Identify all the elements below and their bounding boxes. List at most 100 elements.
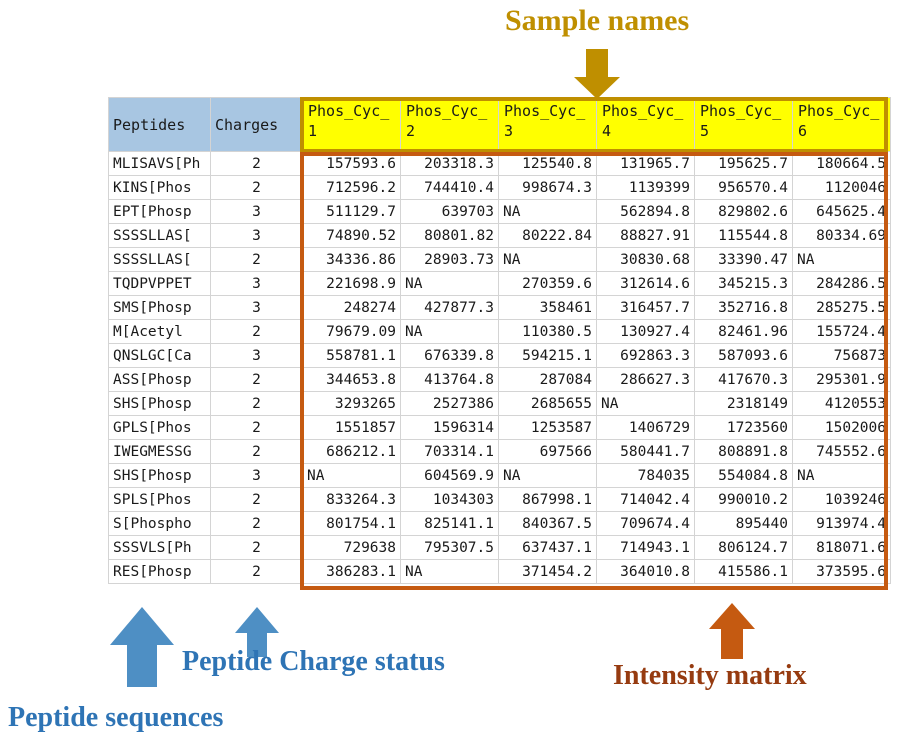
cell-charge[interactable]: 2 (210, 415, 303, 440)
cell-intensity[interactable]: 316457.7 (596, 295, 695, 320)
cell-intensity[interactable]: 637437.1 (498, 535, 597, 560)
cell-intensity[interactable]: 1406729 (596, 415, 695, 440)
cell-intensity[interactable]: 364010.8 (596, 559, 695, 584)
cell-intensity[interactable]: 125540.8 (498, 151, 597, 176)
cell-peptide[interactable]: QNSLGC[Ca (108, 343, 211, 368)
cell-intensity[interactable]: 825141.1 (400, 511, 499, 536)
cell-peptide[interactable]: SSSSLLAS[ (108, 247, 211, 272)
cell-intensity[interactable]: 913974.4 (792, 511, 891, 536)
cell-intensity[interactable]: 1502006 (792, 415, 891, 440)
cell-intensity[interactable]: 729638 (302, 535, 401, 560)
cell-intensity[interactable]: 587093.6 (694, 343, 793, 368)
cell-charge[interactable]: 3 (210, 223, 303, 248)
cell-peptide[interactable]: SPLS[Phos (108, 487, 211, 512)
cell-charge[interactable]: 2 (210, 151, 303, 176)
cell-intensity[interactable]: 1253587 (498, 415, 597, 440)
cell-intensity[interactable]: NA (498, 199, 597, 224)
cell-intensity[interactable]: 1723560 (694, 415, 793, 440)
cell-intensity[interactable]: 956570.4 (694, 175, 793, 200)
cell-intensity[interactable]: 345215.3 (694, 271, 793, 296)
cell-charge[interactable]: 2 (210, 487, 303, 512)
cell-intensity[interactable]: 270359.6 (498, 271, 597, 296)
cell-intensity[interactable]: 248274 (302, 295, 401, 320)
cell-intensity[interactable]: 511129.7 (302, 199, 401, 224)
cell-intensity[interactable]: 286627.3 (596, 367, 695, 392)
cell-intensity[interactable]: 709674.4 (596, 511, 695, 536)
cell-intensity[interactable]: 427877.3 (400, 295, 499, 320)
cell-intensity[interactable]: 417670.3 (694, 367, 793, 392)
cell-intensity[interactable]: 554084.8 (694, 463, 793, 488)
cell-intensity[interactable]: 833264.3 (302, 487, 401, 512)
cell-intensity[interactable]: 712596.2 (302, 175, 401, 200)
cell-intensity[interactable]: 808891.8 (694, 439, 793, 464)
cell-intensity[interactable]: 818071.6 (792, 535, 891, 560)
cell-intensity[interactable]: 180664.5 (792, 151, 891, 176)
column-header-sample-6[interactable]: Phos_Cyc_6 (792, 97, 891, 152)
cell-intensity[interactable]: 131965.7 (596, 151, 695, 176)
cell-intensity[interactable]: 285275.5 (792, 295, 891, 320)
cell-intensity[interactable]: 1551857 (302, 415, 401, 440)
cell-intensity[interactable]: 2318149 (694, 391, 793, 416)
cell-intensity[interactable]: 639703 (400, 199, 499, 224)
cell-intensity[interactable]: 1139399 (596, 175, 695, 200)
cell-intensity[interactable]: 801754.1 (302, 511, 401, 536)
cell-intensity[interactable]: 580441.7 (596, 439, 695, 464)
cell-intensity[interactable]: 594215.1 (498, 343, 597, 368)
cell-peptide[interactable]: ASS[Phosp (108, 367, 211, 392)
cell-peptide[interactable]: MLISAVS[Ph (108, 151, 211, 176)
cell-intensity[interactable]: 2685655 (498, 391, 597, 416)
cell-intensity[interactable]: 80801.82 (400, 223, 499, 248)
cell-intensity[interactable]: 155724.4 (792, 319, 891, 344)
cell-intensity[interactable]: 2527386 (400, 391, 499, 416)
cell-intensity[interactable]: 714943.1 (596, 535, 695, 560)
cell-intensity[interactable]: 4120553 (792, 391, 891, 416)
cell-charge[interactable]: 2 (210, 559, 303, 584)
cell-peptide[interactable]: SSSSLLAS[ (108, 223, 211, 248)
cell-intensity[interactable]: 1039246 (792, 487, 891, 512)
cell-intensity[interactable]: 3293265 (302, 391, 401, 416)
cell-intensity[interactable]: NA (498, 463, 597, 488)
cell-intensity[interactable]: NA (400, 271, 499, 296)
column-header-sample-2[interactable]: Phos_Cyc_2 (400, 97, 499, 152)
cell-peptide[interactable]: S[Phospho (108, 511, 211, 536)
cell-intensity[interactable]: 34336.86 (302, 247, 401, 272)
cell-intensity[interactable]: 88827.91 (596, 223, 695, 248)
cell-intensity[interactable]: 284286.5 (792, 271, 891, 296)
cell-intensity[interactable]: 840367.5 (498, 511, 597, 536)
cell-intensity[interactable]: 115544.8 (694, 223, 793, 248)
cell-intensity[interactable]: 157593.6 (302, 151, 401, 176)
cell-intensity[interactable]: 1034303 (400, 487, 499, 512)
cell-intensity[interactable]: 990010.2 (694, 487, 793, 512)
cell-charge[interactable]: 3 (210, 271, 303, 296)
cell-peptide[interactable]: KINS[Phos (108, 175, 211, 200)
cell-intensity[interactable]: 795307.5 (400, 535, 499, 560)
cell-charge[interactable]: 2 (210, 535, 303, 560)
cell-charge[interactable]: 2 (210, 247, 303, 272)
cell-intensity[interactable]: 33390.47 (694, 247, 793, 272)
cell-intensity[interactable]: 784035 (596, 463, 695, 488)
cell-peptide[interactable]: M[Acetyl (108, 319, 211, 344)
cell-intensity[interactable]: 195625.7 (694, 151, 793, 176)
cell-intensity[interactable]: NA (498, 247, 597, 272)
cell-intensity[interactable]: 82461.96 (694, 319, 793, 344)
column-header-sample-4[interactable]: Phos_Cyc_4 (596, 97, 695, 152)
cell-intensity[interactable]: NA (596, 391, 695, 416)
cell-intensity[interactable]: 371454.2 (498, 559, 597, 584)
cell-charge[interactable]: 3 (210, 343, 303, 368)
cell-intensity[interactable]: 74890.52 (302, 223, 401, 248)
cell-intensity[interactable]: 697566 (498, 439, 597, 464)
cell-intensity[interactable]: 806124.7 (694, 535, 793, 560)
cell-intensity[interactable]: 558781.1 (302, 343, 401, 368)
column-header-sample-3[interactable]: Phos_Cyc_3 (498, 97, 597, 152)
cell-intensity[interactable]: 295301.9 (792, 367, 891, 392)
cell-intensity[interactable]: 80222.84 (498, 223, 597, 248)
cell-intensity[interactable]: 604569.9 (400, 463, 499, 488)
cell-peptide[interactable]: GPLS[Phos (108, 415, 211, 440)
cell-intensity[interactable]: 895440 (694, 511, 793, 536)
cell-intensity[interactable]: 686212.1 (302, 439, 401, 464)
cell-peptide[interactable]: SHS[Phosp (108, 391, 211, 416)
cell-charge[interactable]: 2 (210, 391, 303, 416)
cell-intensity[interactable]: 744410.4 (400, 175, 499, 200)
cell-intensity[interactable]: 714042.4 (596, 487, 695, 512)
cell-charge[interactable]: 3 (210, 463, 303, 488)
